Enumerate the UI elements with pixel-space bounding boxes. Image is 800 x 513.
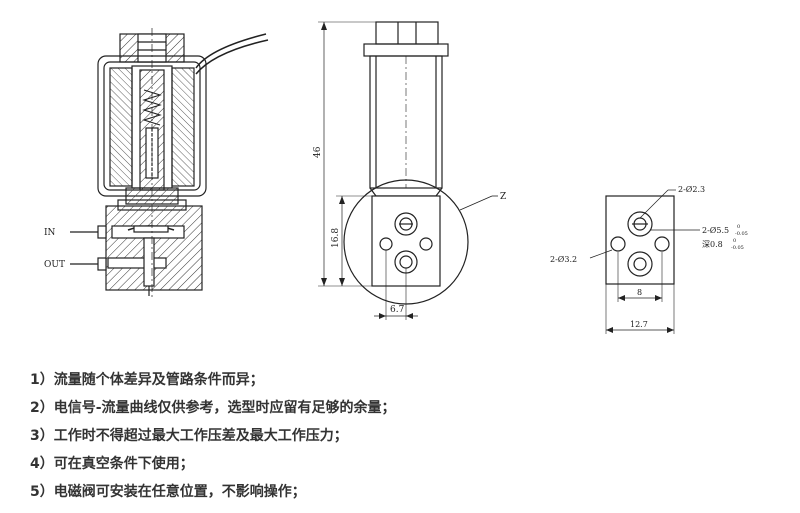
technical-drawing: IN OUT [44,21,748,334]
port-view [589,189,700,334]
depth-tol-upper: 0 [733,238,736,244]
callout-z: Z [500,192,506,202]
bore-tol-lower: -0.05 [735,231,748,237]
dim-inner: 8 [637,288,642,297]
dim-lower-height: 16.8 [331,228,341,248]
note-item: 2）电信号-流量曲线仅供参考，选型时应留有足够的余量； [30,400,396,416]
note-item: 1）流量随个体差异及管路条件而异； [30,372,264,388]
dim-total-height: 46 [313,146,323,158]
note-item: 5）电磁阀可安装在任意位置，不影响操作； [30,484,306,500]
label-in: IN [44,228,56,238]
bore-label: 2-Ø5.5 [702,226,729,235]
hole-top-label: 2-Ø2.3 [678,185,705,194]
notes-list: 1）流量随个体差异及管路条件而异； 2）电信号-流量曲线仅供参考，选型时应留有足… [30,366,790,506]
depth-label: 深0.8 [702,240,723,249]
note-item: 3）工作时不得超过最大工作压差及最大工作压力； [30,428,348,444]
depth-tol-lower: -0.05 [731,245,744,251]
hole-left-label: 2-Ø3.2 [550,255,577,264]
dim-width: 6.7 [390,305,405,315]
dim-outer: 12.7 [630,320,648,329]
note-item: 4）可在真空条件下使用； [30,456,194,472]
bore-tol-upper: 0 [737,224,740,230]
label-out: OUT [44,260,65,270]
section-view [70,28,269,300]
front-view [318,21,498,320]
